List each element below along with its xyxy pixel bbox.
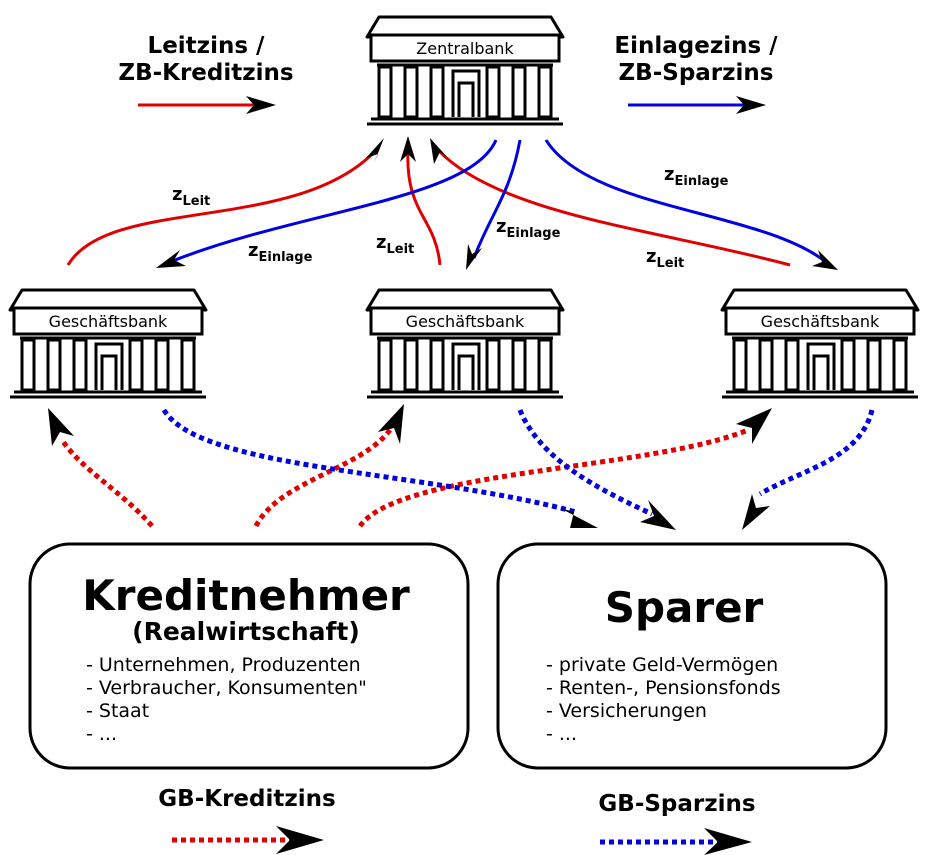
- borrowers-title: Kreditnehmer: [82, 571, 410, 620]
- arrowhead-icon: [640, 500, 676, 530]
- commercial-bank-left: Geschäftsbank: [8, 288, 208, 399]
- svg-text:zLeit: zLeit: [172, 184, 210, 209]
- commercial-bank-center: Geschäftsbank: [365, 288, 565, 399]
- arrowhead-icon: [736, 96, 766, 114]
- arrowhead-icon: [400, 136, 416, 162]
- arrowhead-icon: [466, 244, 482, 270]
- legend-einlagezins-line2: ZB-Sparzins: [619, 60, 774, 86]
- legend-einlagezins-line1: Einlagezins /: [614, 33, 778, 59]
- arrowhead-icon: [276, 826, 324, 854]
- legend-leitzins-line2: ZB-Kreditzins: [118, 60, 293, 86]
- central-bank: Zentralbank: [365, 15, 565, 126]
- borrowers-item: - Staat: [86, 700, 149, 722]
- rate-label-einlage-left: zEinlage: [248, 240, 313, 265]
- commercial-bank-center-label: Geschäftsbank: [406, 312, 525, 331]
- arrowhead-icon: [156, 250, 186, 268]
- einlagezins-arrows: [169, 139, 827, 264]
- borrowers-item: - Verbraucher, Konsumenten": [86, 677, 367, 699]
- arrowhead-icon: [812, 250, 838, 270]
- borrowers-box: Kreditnehmer (Realwirtschaft) - Unterneh…: [28, 542, 470, 770]
- savers-item: - Renten-, Pensionsfonds: [546, 677, 781, 699]
- arrowhead-icon: [736, 408, 772, 444]
- legend-gb-kreditzins-label: GB-Kreditzins: [158, 786, 335, 812]
- svg-text:zLeit: zLeit: [646, 246, 684, 271]
- svg-text:zEinlage: zEinlage: [664, 164, 729, 189]
- rate-label-leit-left: zLeit: [172, 184, 210, 209]
- leitzins-arrows: [66, 146, 791, 267]
- rate-label-leit-right: zLeit: [646, 246, 684, 271]
- arrowhead-icon: [378, 404, 404, 444]
- central-bank-label: Zentralbank: [416, 39, 514, 58]
- arrowhead-icon: [48, 408, 74, 446]
- svg-text:zEinlage: zEinlage: [248, 240, 313, 265]
- legend-leitzins: Leitzins / ZB-Kreditzins: [118, 33, 294, 114]
- arrowhead-icon: [430, 138, 448, 164]
- rate-label-einlage-center: zEinlage: [496, 216, 561, 241]
- legend-leitzins-line1: Leitzins /: [148, 33, 265, 59]
- gb-kreditzins-arrows: [59, 427, 749, 528]
- borrowers-item: - ...: [86, 723, 117, 745]
- arrowhead-icon: [366, 138, 384, 163]
- commercial-bank-right: Geschäftsbank: [720, 288, 920, 399]
- arrowhead-icon: [246, 96, 276, 114]
- arrowhead-icon: [704, 828, 752, 855]
- borrowers-item: - Unternehmen, Produzenten: [86, 654, 361, 676]
- legend-gb-kreditzins: GB-Kreditzins: [158, 786, 336, 854]
- commercial-bank-left-label: Geschäftsbank: [49, 312, 168, 331]
- savers-title: Sparer: [605, 583, 764, 632]
- savers-item: - Versicherungen: [546, 700, 707, 722]
- commercial-bank-right-label: Geschäftsbank: [761, 312, 880, 331]
- arrowhead-icon: [560, 508, 598, 528]
- legend-einlagezins: Einlagezins / ZB-Sparzins: [614, 33, 778, 114]
- savers-item: - private Geld-Vermögen: [546, 654, 778, 676]
- borrowers-subtitle: (Realwirtschaft): [132, 617, 360, 646]
- svg-text:zLeit: zLeit: [376, 232, 414, 257]
- rate-label-leit-center: zLeit: [376, 232, 414, 257]
- legend-gb-sparzins: GB-Sparzins: [598, 791, 756, 855]
- svg-text:zEinlage: zEinlage: [496, 216, 561, 241]
- gb-sparzins-arrows: [161, 408, 875, 517]
- savers-box: Sparer - private Geld-Vermögen - Renten-…: [496, 542, 888, 770]
- rate-label-einlage-right: zEinlage: [664, 164, 729, 189]
- arrowhead-icon: [742, 494, 770, 530]
- legend-gb-sparzins-label: GB-Sparzins: [598, 791, 755, 817]
- savers-item: - ...: [546, 723, 577, 745]
